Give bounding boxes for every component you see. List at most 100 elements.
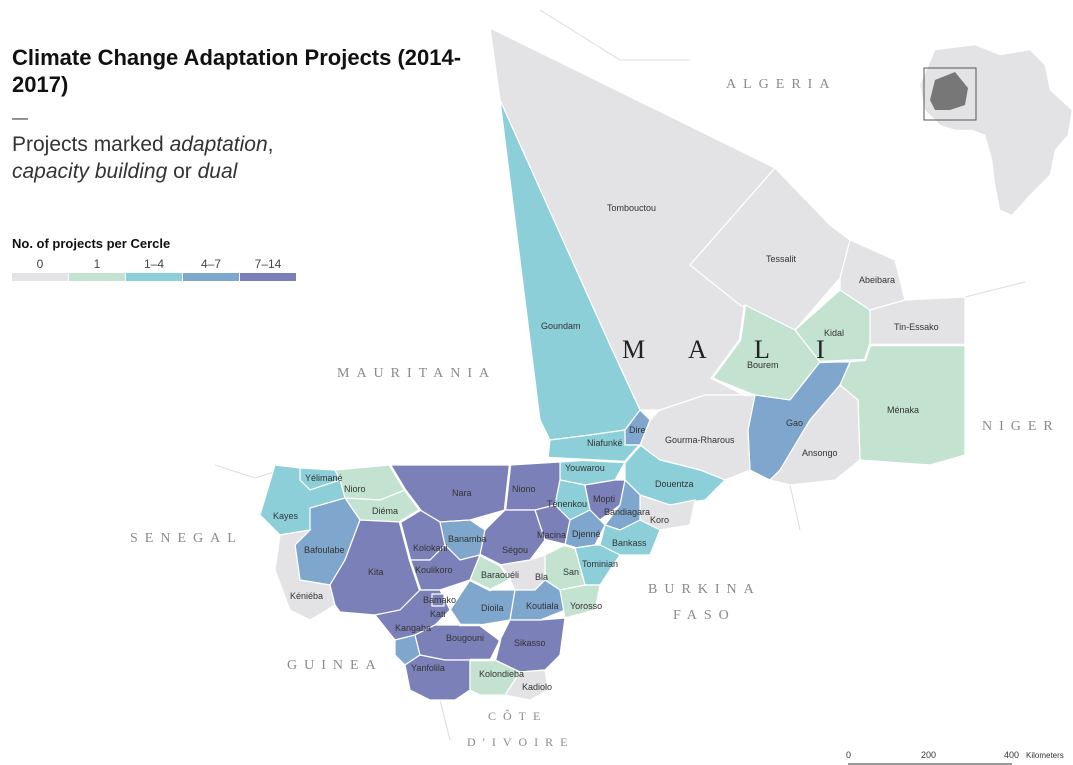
title-dash: — (12, 110, 28, 127)
label-macina: Macina (537, 530, 566, 540)
subtitle-text: Projects marked (12, 133, 170, 156)
cercle-yorosso (559, 584, 601, 619)
cercle-kadiolo (504, 669, 549, 701)
label-bourem: Bourem (747, 360, 779, 370)
cercle-labels: Tombouctou Tessalit Abeibara Kidal Tin-E… (273, 203, 939, 692)
legend-label: 4–7 (200, 257, 222, 271)
country-senegal: SENEGAL (130, 531, 243, 546)
country-faso: FASO (673, 608, 736, 623)
legend-label: 1–4 (143, 257, 165, 271)
label-kolokani: Kolokani (413, 543, 448, 553)
label-kadiolo: Kadiolo (522, 682, 552, 692)
legend-class-1: 1 (69, 257, 125, 281)
mali-letter-a: A (688, 335, 707, 364)
country-niger: NIGER (982, 419, 1060, 434)
scale-tick-0: 0 (846, 750, 851, 760)
map-title: Climate Change Adaptation Projects (2014… (12, 45, 462, 97)
legend-class-2: 1–4 (126, 257, 182, 281)
label-tessalit: Tessalit (766, 254, 797, 264)
label-nara: Nara (452, 488, 472, 498)
label-koro: Koro (650, 515, 669, 525)
label-menaka: Ménaka (887, 405, 919, 415)
scale-tick-400: 400 (1004, 750, 1019, 760)
label-mopti: Mopti (593, 494, 615, 504)
scale-tick-200: 200 (921, 750, 936, 760)
label-abeibara: Abeibara (859, 275, 895, 285)
label-banamba: Banamba (448, 534, 487, 544)
country-divoire: D'IVOIRE (467, 735, 575, 749)
label-sikasso: Sikasso (514, 638, 546, 648)
label-diema: Diéma (372, 506, 398, 516)
scale-bar: 0 200 400 Kilometers (846, 750, 1064, 765)
label-koulikoro: Koulikoro (415, 565, 453, 575)
cercle-bamako (431, 593, 445, 607)
legend-label: 7–14 (254, 257, 282, 271)
label-bankass: Bankass (612, 538, 647, 548)
label-kita: Kita (368, 567, 384, 577)
label-bla: Bla (535, 572, 548, 582)
mali-label: M A L I (622, 335, 825, 364)
country-burkina: BURKINA (648, 582, 761, 597)
label-bougouni: Bougouni (446, 633, 484, 643)
cercle-tessalit (689, 167, 851, 331)
label-tenenkou: Ténenkou (547, 499, 587, 509)
label-tominian: Tominian (582, 559, 618, 569)
label-bamako: Bamako (423, 595, 456, 605)
label-youwarou: Youwarou (565, 463, 605, 473)
legend-label: 1 (93, 257, 101, 271)
legend-swatch (240, 273, 296, 281)
subtitle-capacity-building: capacity building (12, 160, 168, 183)
label-baraoueli: Baraouéli (481, 570, 519, 580)
cercle-ansongo (768, 384, 861, 486)
legend: No. of projects per Cercle 0 1 1–4 4–7 7… (12, 236, 302, 281)
inset-frame (923, 67, 977, 121)
label-tombouctou: Tombouctou (607, 203, 656, 213)
legend-classes: 0 1 1–4 4–7 7–14 (12, 257, 302, 281)
label-kati: Kati (430, 609, 446, 619)
label-san: San (563, 567, 579, 577)
label-douentza: Douentza (655, 479, 694, 489)
cercle-segou (479, 509, 546, 566)
label-bafoulabe: Bafoulabe (304, 545, 345, 555)
label-kangaba: Kangaba (395, 623, 431, 633)
scale-unit: Kilometers (1026, 751, 1064, 760)
label-goundam: Goundam (541, 321, 581, 331)
africa-continent (919, 44, 1073, 216)
country-guinea: GUINEA (287, 658, 383, 673)
label-bandiagara: Bandiagara (604, 507, 650, 517)
subtitle-or: or (167, 160, 198, 183)
legend-swatch (12, 273, 68, 281)
label-koutiala: Koutiala (526, 601, 559, 611)
map-subtitle: Projects marked adaptation, capacity bui… (12, 131, 372, 185)
cercle-yanfolila (404, 654, 471, 701)
neighbor-borders (214, 9, 1026, 741)
legend-title: No. of projects per Cercle (12, 236, 171, 251)
cercle-polygons (259, 26, 966, 701)
region-boundaries (388, 304, 965, 662)
legend-swatch (183, 273, 239, 281)
country-cote: CÔTE (488, 709, 547, 723)
label-segou: Ségou (502, 545, 528, 555)
africa-inset (919, 44, 1073, 216)
label-yelimane: Yélimané (305, 473, 343, 483)
country-algeria: ALGERIA (726, 77, 836, 92)
label-gourma-rharous: Gourma-Rharous (665, 435, 735, 445)
label-dioila: Dioila (481, 603, 504, 613)
legend-swatch (69, 273, 125, 281)
country-mauritania: MAURITANIA (337, 366, 496, 381)
subtitle-comma: , (267, 133, 274, 156)
label-kolondieba: Kolondieba (479, 669, 524, 679)
subtitle-adaptation: adaptation (169, 133, 268, 156)
label-djenne: Djenné (572, 529, 601, 539)
label-yanfolila: Yanfolila (411, 663, 445, 673)
label-niono: Niono (512, 484, 536, 494)
legend-class-4: 7–14 (240, 257, 296, 281)
legend-label: 0 (36, 257, 44, 271)
label-gao: Gao (786, 418, 803, 428)
mali-letter-i: I (816, 335, 825, 364)
label-dire: Dire (629, 425, 646, 435)
label-ansongo: Ansongo (802, 448, 838, 458)
subtitle-dual: dual (197, 160, 238, 183)
label-niafunke: Niafunké (587, 438, 623, 448)
